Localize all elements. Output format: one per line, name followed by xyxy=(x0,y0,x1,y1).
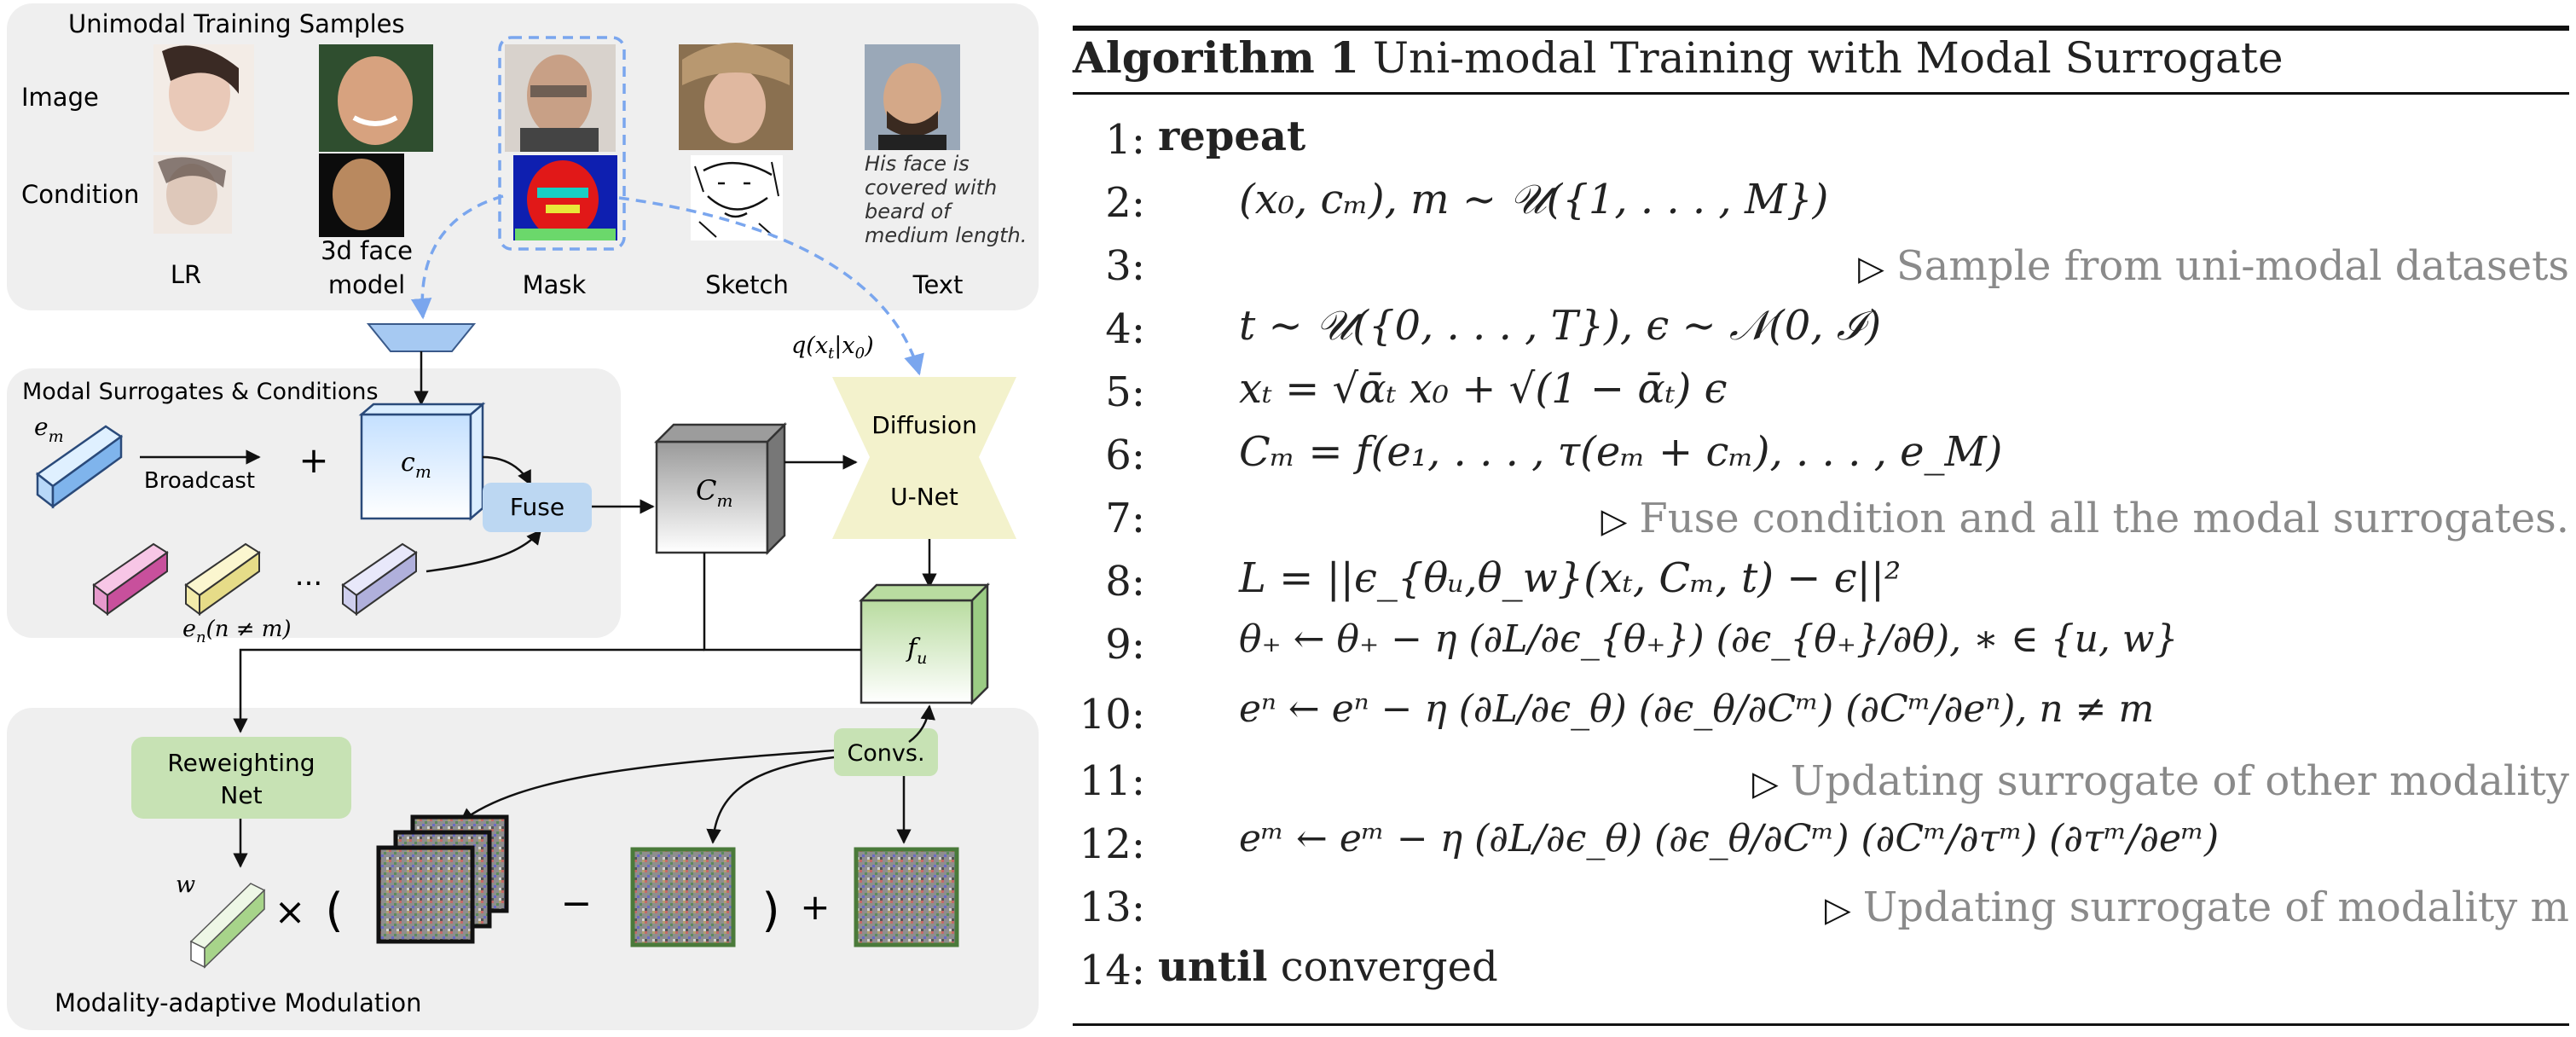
em-cube xyxy=(35,425,124,509)
diffusion-label: Diffusion xyxy=(871,411,977,439)
algorithm-line-7: 7: ▷Fuse condition and all the modal sur… xyxy=(1105,495,2569,542)
algorithm-line-12: 12: eᵐ ← eᵐ − η (∂L/∂ϵ_θ) (∂ϵ_θ/∂Cᵐ) (∂C… xyxy=(1079,817,2220,868)
lr-image-sample xyxy=(153,44,254,152)
modulation-panel-title: Modality-adaptive Modulation xyxy=(55,988,421,1017)
mask-to-encoder-arrow xyxy=(410,194,504,320)
en-ellipsis: ... xyxy=(295,559,322,593)
Cm-label: Cm xyxy=(696,474,732,511)
mask-condition-sample xyxy=(513,155,617,240)
text-condition-line-1: His face is xyxy=(865,152,970,176)
noise-feature-right xyxy=(854,847,959,947)
algorithm-title: Algorithm 1 Uni-modal Training with Moda… xyxy=(1073,32,2284,83)
noise-feature-middle xyxy=(630,847,736,947)
en-cube-pink xyxy=(92,542,169,616)
sketch-condition-sample xyxy=(691,155,783,240)
en-to-fuse-arrow xyxy=(425,529,542,573)
face3d-condition-sample xyxy=(319,154,404,237)
fu-cube xyxy=(858,582,991,706)
text-condition-line-2: covered with xyxy=(865,176,997,200)
top-panel-title: Unimodal Training Samples xyxy=(68,9,405,38)
cm-cube xyxy=(358,402,486,521)
algorithm-line-10: 10: eⁿ ← eⁿ − η (∂L/∂ϵ_θ) (∂ϵ_θ/∂Cᵐ) (∂C… xyxy=(1079,687,2155,739)
lr-condition-sample xyxy=(153,155,232,234)
convs-label: Convs. xyxy=(847,740,924,767)
left-paren: ( xyxy=(325,883,343,937)
mask-image-sample xyxy=(505,44,616,152)
Cm-to-reweighting-line xyxy=(703,553,861,652)
col-label-lr: LR xyxy=(171,260,201,289)
noise-feature-stack xyxy=(376,814,509,944)
plus-sign: + xyxy=(298,439,328,481)
fuse-box xyxy=(483,483,592,532)
reweighting-net-box xyxy=(131,737,351,819)
text-condition-line-4: medium length. xyxy=(865,223,1027,247)
sketch-image-sample xyxy=(679,43,793,150)
times-sign: × xyxy=(275,890,306,934)
text-image-sample xyxy=(865,44,960,150)
algorithm-line-9: 9: θ₊ ← θ₊ − η (∂L/∂ϵ_{θ₊}) (∂ϵ_{θ₊}/∂θ)… xyxy=(1105,617,2179,669)
w-label: w xyxy=(176,872,195,898)
algorithm-line-5: 5: xₜ = √ᾱₜ x₀ + √(1 − ᾱₜ) ϵ xyxy=(1105,365,1728,416)
algorithm-top-rule xyxy=(1073,26,2569,31)
method-figure: Unimodal Training Samples Image Conditio… xyxy=(7,3,1039,1030)
w-bar xyxy=(189,883,266,969)
algorithm-line-13: 13: ▷Updating surrogate of modality m xyxy=(1079,883,2569,931)
q-label: q(xt|x0) xyxy=(791,333,874,362)
broadcast-label: Broadcast xyxy=(144,468,255,494)
unet-label: U-Net xyxy=(890,483,958,511)
reweighting-label-2: Net xyxy=(220,781,262,809)
algorithm-line-3: 3: ▷Sample from uni-modal datasets xyxy=(1105,242,2569,290)
row-label-image: Image xyxy=(21,83,99,112)
en-cube-yellow xyxy=(184,542,261,616)
col-label-mask: Mask xyxy=(523,270,587,299)
col-label-sketch: Sketch xyxy=(705,270,789,299)
algorithm-bottom-rule xyxy=(1073,1023,2569,1026)
right-paren: ) xyxy=(761,883,779,937)
convs-to-stack-arrow xyxy=(459,749,835,824)
cm-to-fuse-arrow xyxy=(482,455,532,486)
fuse-label: Fuse xyxy=(510,493,564,521)
plus-sign-2: + xyxy=(800,886,830,928)
algorithm-line-4: 4: t ∼ 𝒰({0, . . . , T}), ϵ ∼ 𝒩(0, ℐ) xyxy=(1105,302,1882,353)
col-label-3dface: 3d face xyxy=(321,236,413,265)
fu-to-convs-arrow xyxy=(908,704,935,744)
en-cube-lavender xyxy=(341,542,418,616)
row-label-condition: Condition xyxy=(21,180,139,209)
reweighting-label-1: Reweighting xyxy=(167,749,315,777)
algorithm-line-8: 8: L = ||ϵ_{θᵤ,θ_w}(xₜ, Cₘ, t) − ϵ||² xyxy=(1105,554,1902,605)
text-condition-line-3: beard of xyxy=(865,200,953,223)
Cm-cube xyxy=(653,421,788,556)
condition-encoder-trapezoid xyxy=(366,323,477,352)
minus-sign: − xyxy=(561,882,593,925)
algorithm-line-6: 6: Cₘ = f(e₁, . . . , τ(eₘ + cₘ), . . . … xyxy=(1105,428,2003,479)
convs-to-middle-arrow xyxy=(706,756,835,844)
em-label: em xyxy=(34,413,64,446)
col-label-3dface-sub: model xyxy=(328,270,405,299)
mask-dashed-box xyxy=(498,36,626,251)
en-label: en(n ≠ m) xyxy=(182,616,292,646)
algorithm-line-2: 2: (x₀, cₘ), m ∼ 𝒰({1, . . . , M}) xyxy=(1105,176,1829,227)
cm-label: cm xyxy=(401,448,431,482)
algorithm-block: Algorithm 1 Uni-modal Training with Moda… xyxy=(1073,26,2569,1028)
col-label-text: Text xyxy=(912,270,964,299)
algorithm-line-14: 14: until converged xyxy=(1079,943,1498,994)
algorithm-line-1: 1: repeat xyxy=(1105,113,1306,164)
mask-to-diffusion-arrow xyxy=(618,196,924,376)
algorithm-title-rule xyxy=(1073,92,2569,95)
surrogate-panel-title: Modal Surrogates & Conditions xyxy=(22,379,379,405)
face3d-image-sample xyxy=(319,44,433,152)
unet-hourglass xyxy=(832,377,1016,539)
algorithm-line-11: 11: ▷Updating surrogate of other modalit… xyxy=(1079,757,2569,805)
to-reweighting-arrow xyxy=(233,648,704,733)
